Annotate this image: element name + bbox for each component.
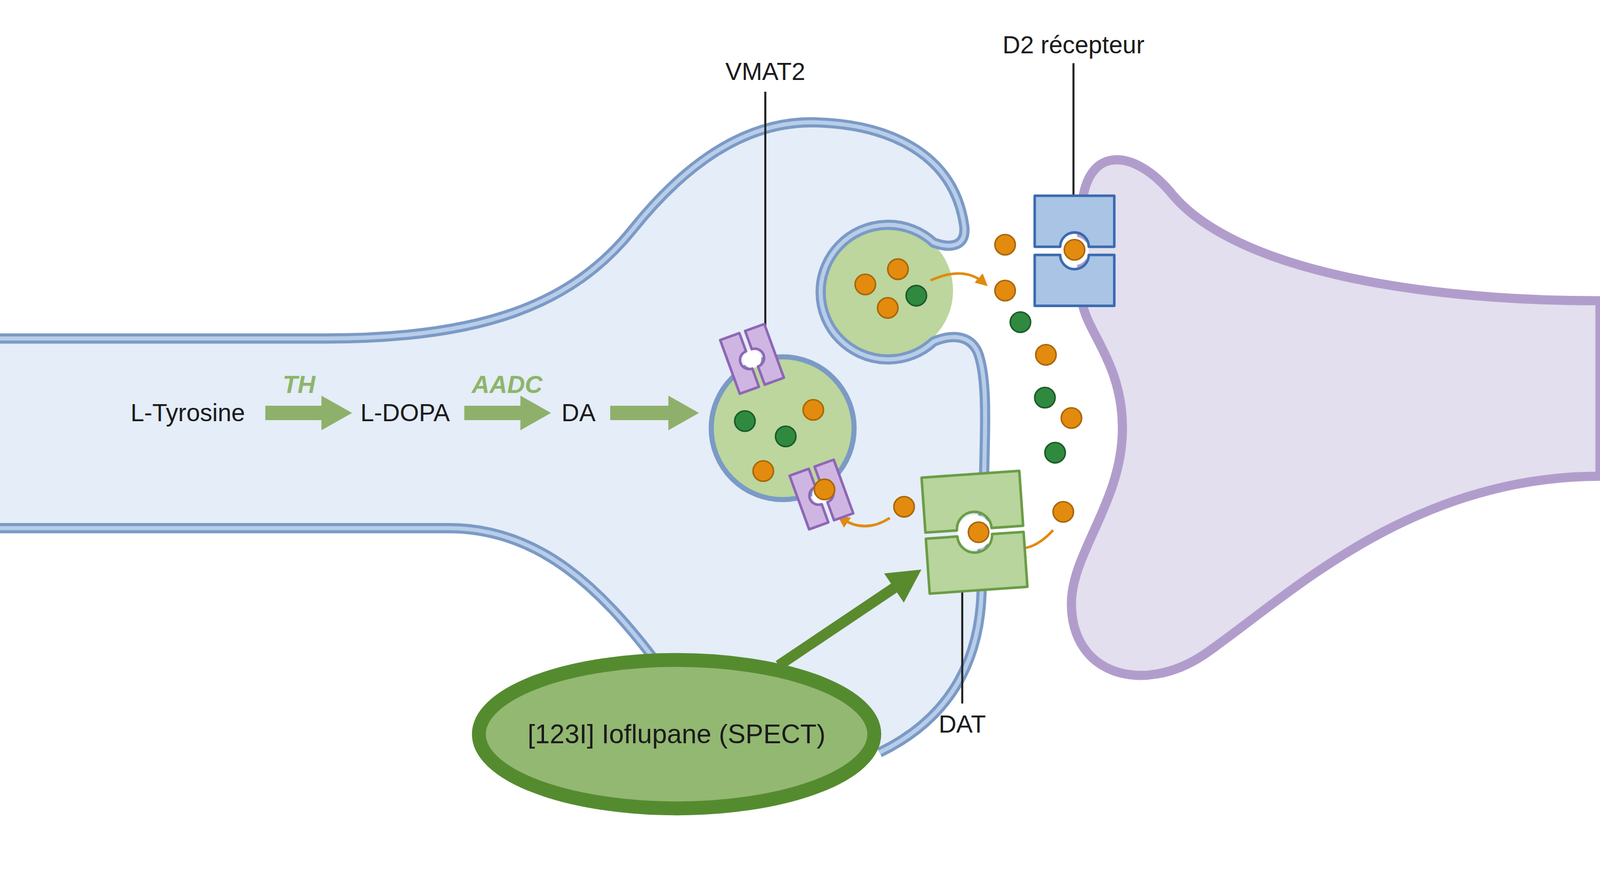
dopamine-molecule	[803, 400, 824, 421]
dopamine-molecule	[968, 522, 989, 543]
molecule	[906, 285, 927, 306]
uptake-arrow	[841, 517, 891, 526]
dopamine-molecule	[1061, 408, 1082, 429]
molecule	[1034, 387, 1055, 408]
ellipse-shape	[478, 660, 875, 809]
connector-arrow	[778, 587, 896, 667]
dopamine-molecule	[854, 274, 876, 295]
dopamine-molecule	[1035, 344, 1056, 365]
axon-membrane	[0, 528, 653, 659]
release-arrow	[930, 273, 985, 284]
node-text: D2 récepteur	[1002, 31, 1145, 59]
dopamine-molecule	[877, 297, 898, 318]
dopamine-molecule	[1064, 239, 1085, 260]
arrow-head	[884, 569, 922, 603]
dopamine-molecule	[814, 479, 835, 500]
molecule	[775, 426, 796, 447]
presynaptic-membrane-inner	[0, 122, 986, 753]
metabolite-label: DA	[561, 399, 596, 427]
molecule	[734, 411, 756, 432]
pathway-arrow	[464, 395, 552, 431]
presynaptic-membrane	[0, 122, 986, 753]
vmat2-symbol	[789, 459, 854, 530]
vmat2-node: VMAT2	[726, 331, 780, 388]
dat-node: DAT	[921, 472, 1030, 595]
molecule	[1010, 312, 1031, 333]
node-text: DAT	[938, 710, 987, 738]
pathway-arrow	[610, 395, 699, 431]
vmat2-symbol	[720, 324, 784, 395]
presynaptic-terminal	[0, 122, 986, 753]
postsynaptic-neuron	[1071, 160, 1600, 676]
dat-symbol	[921, 470, 1028, 594]
node-text: [123I] Ioflupane (SPECT)	[527, 719, 826, 749]
tracer-ellipse: [123I] Ioflupane (SPECT)	[471, 652, 882, 816]
leader-line	[764, 91, 767, 352]
dopamine-molecule	[994, 234, 1015, 255]
transporter-half	[720, 333, 759, 395]
dopamine-molecule	[1052, 501, 1074, 523]
leader-line	[1072, 63, 1075, 203]
dopamine-molecule	[888, 259, 909, 280]
metabolite-label: L-Tyrosine	[130, 399, 246, 427]
dopamine-molecule	[753, 460, 774, 482]
pathway-arrow	[265, 395, 352, 431]
metabolite-label: L-DOPA	[360, 399, 451, 427]
dopamine-molecule	[994, 280, 1015, 301]
dopamine-molecule	[893, 496, 915, 517]
node-text: VMAT2	[725, 58, 806, 86]
enzyme-label: TH	[282, 371, 316, 399]
transporter-pore	[1060, 236, 1090, 266]
molecule	[1044, 442, 1066, 463]
axon-membrane-inner	[0, 528, 653, 659]
d2-receptor-node: D2 récepteur	[1034, 193, 1117, 308]
enzyme-label: AADC	[471, 371, 543, 399]
d2-receptor-symbol	[1034, 195, 1115, 307]
transporter-half	[1034, 254, 1115, 307]
